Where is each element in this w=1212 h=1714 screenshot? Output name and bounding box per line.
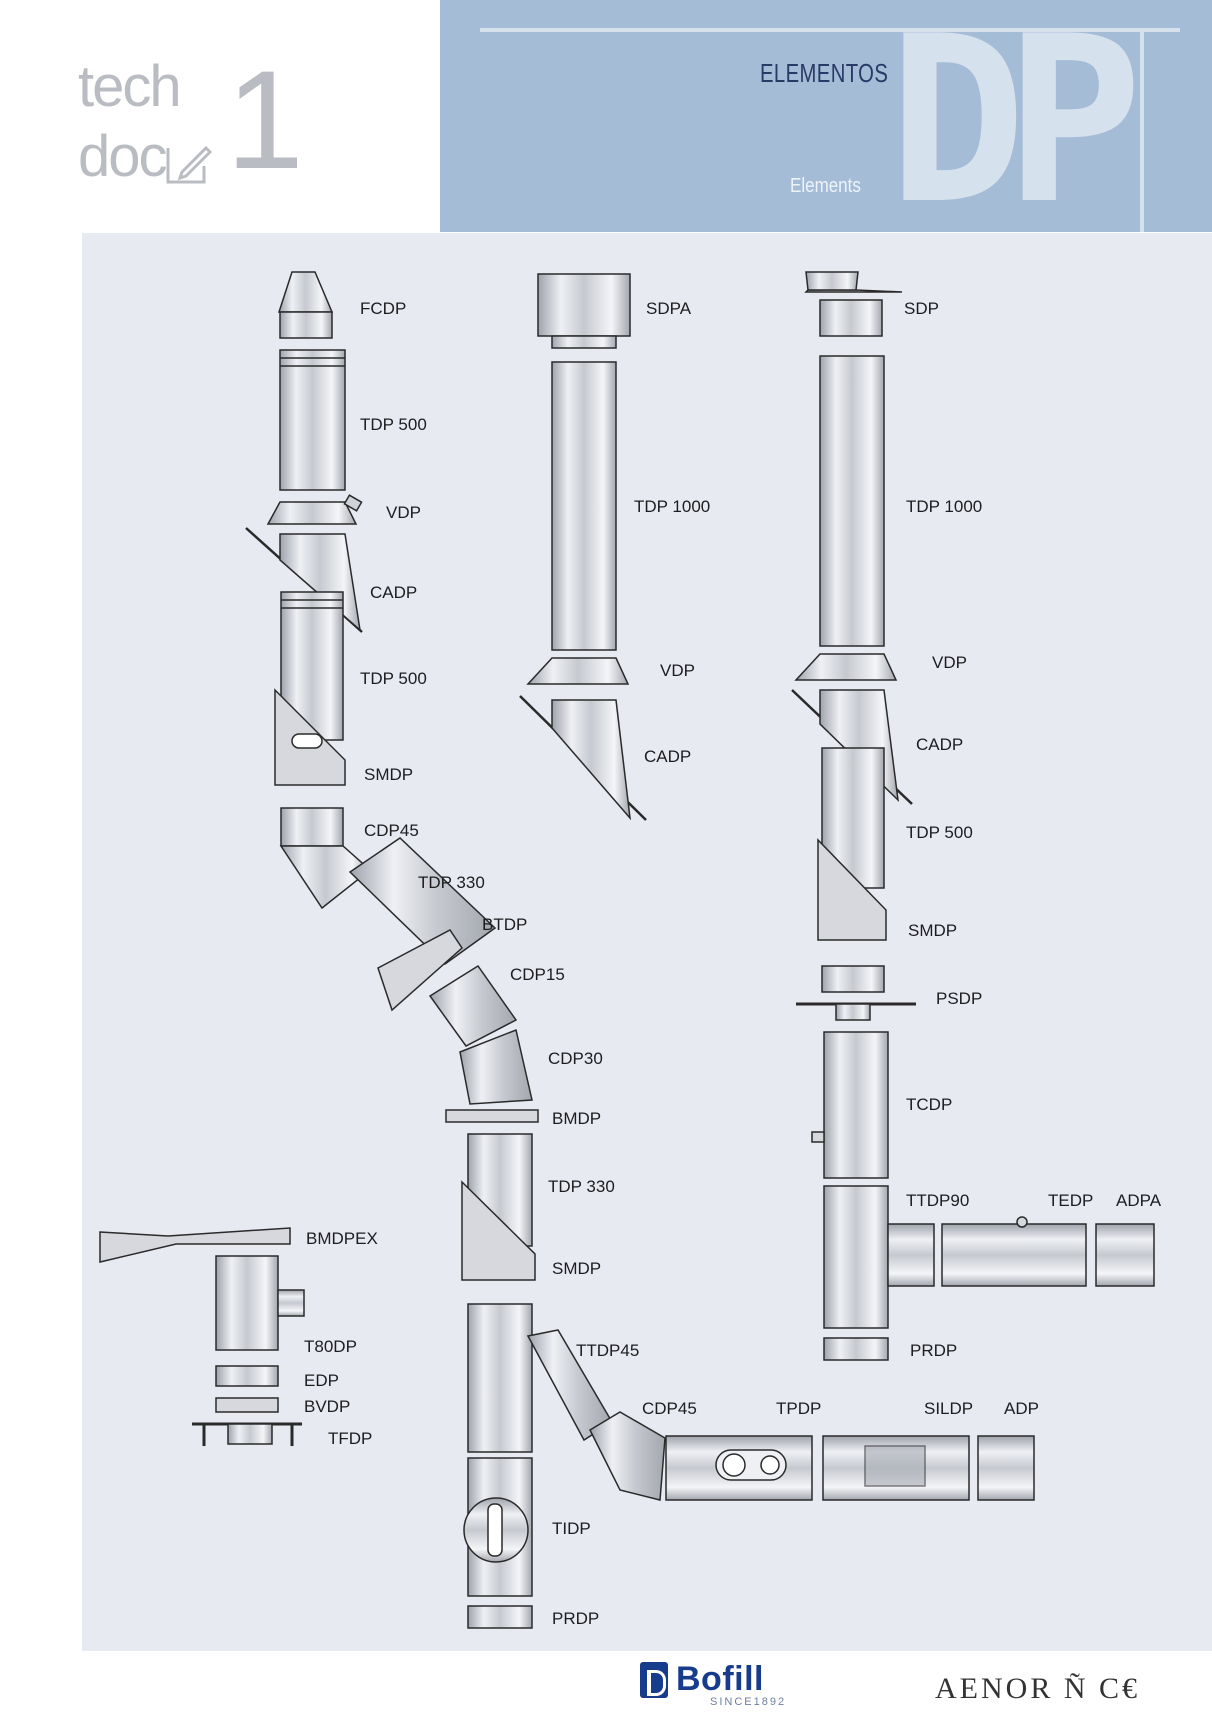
prdp-a-shape [467, 1605, 533, 1629]
label-vdp-c: VDP [932, 653, 967, 672]
label-cadp-a: CADP [370, 583, 417, 602]
brand-name: Bofill [676, 1660, 764, 1698]
label-btdp: BTDP [482, 915, 527, 934]
btdp-shape [377, 929, 463, 1012]
cadp-b-shape [551, 699, 632, 821]
label-tdp1000-b: TDP 1000 [906, 497, 982, 516]
sdpa-shape [537, 273, 631, 337]
cdp45-b-shape [589, 1411, 666, 1501]
adp-shape [977, 1435, 1035, 1501]
tdp500-a-shape [279, 349, 346, 491]
smdp-c-shape [817, 838, 887, 941]
label-sdpa: SDPA [646, 299, 692, 318]
label-bmdpex: BMDPEX [306, 1229, 378, 1248]
tdp330-a-shape [348, 837, 497, 965]
label-tdp500-a: TDP 500 [360, 415, 427, 434]
label-adp: ADP [1004, 1399, 1039, 1418]
logo-line-1: tech [78, 54, 182, 119]
bmdpex-shape [99, 1227, 291, 1263]
tdp1000-a-shape [551, 361, 617, 651]
tdp500-c-shape [821, 747, 885, 889]
label-tpdp: TPDP [776, 1399, 821, 1418]
header-big-letters: DP [888, 0, 1143, 255]
cdp15-shape [428, 964, 518, 1047]
bofill-logo-icon [640, 1662, 668, 1698]
label-fcdp: FCDP [360, 299, 406, 318]
vdp-a-shape [266, 501, 358, 525]
label-tedp: TEDP [1048, 1191, 1093, 1210]
label-tdp500-c: TDP 500 [906, 823, 973, 842]
brand-since: SINCE1892 [710, 1696, 787, 1708]
label-sdp: SDP [904, 299, 939, 318]
cert-n-icon: Ñ [1063, 1672, 1089, 1705]
tdp1000-b-shape [819, 355, 885, 647]
cdp45-a-shape [280, 807, 344, 847]
header-band: DP [440, 0, 1212, 255]
label-smdp-a: SMDP [364, 765, 413, 784]
adpa-shape [1095, 1223, 1155, 1287]
certification-mark: AENOR Ñ C€ [935, 1672, 1140, 1706]
cdp30-shape [459, 1028, 533, 1105]
vdp-c-shape [794, 653, 898, 681]
bmdp-shape [445, 1109, 539, 1123]
label-bmdp: BMDP [552, 1109, 601, 1128]
label-sildp: SILDP [924, 1399, 973, 1418]
label-t80dp: T80DP [304, 1337, 357, 1356]
header-title-en: Elements [790, 175, 861, 197]
label-adpa: ADPA [1116, 1191, 1162, 1210]
cert-aenor: AENOR [935, 1672, 1054, 1705]
ttdp45-shape [467, 1303, 533, 1453]
bvdp-shape [215, 1397, 279, 1413]
label-cdp30: CDP30 [548, 1049, 603, 1068]
label-tdp1000-a: TDP 1000 [634, 497, 710, 516]
label-cdp45-a: CDP45 [364, 821, 419, 840]
pencil-note-icon [166, 145, 212, 184]
ce-mark-icon: C€ [1099, 1672, 1141, 1705]
label-tfdp: TFDP [328, 1429, 372, 1448]
label-prdp-a: PRDP [552, 1609, 599, 1628]
techdoc-logo: tech doc 1 [78, 50, 304, 208]
smdp-b-shape [461, 1180, 536, 1281]
label-vdp-b: VDP [660, 661, 695, 680]
fcdp-collar [279, 311, 333, 339]
tcdp-shape [823, 1031, 889, 1179]
label-cadp-b: CADP [644, 747, 691, 766]
header-title-es: ELEMENTOS [760, 58, 889, 88]
label-smdp-c: SMDP [908, 921, 957, 940]
header-rule [480, 28, 1180, 32]
psdp-shape [821, 965, 885, 993]
label-tdp500-b: TDP 500 [360, 669, 427, 688]
label-psdp: PSDP [936, 989, 982, 1008]
label-tdp330-a: TDP 330 [418, 873, 485, 892]
header-rule-vertical [1140, 28, 1144, 232]
label-smdp-b: SMDP [552, 1259, 601, 1278]
vdp-b-shape [526, 657, 630, 685]
logo-line-2: doc [78, 124, 168, 189]
label-ttdp45: TTDP45 [576, 1341, 639, 1360]
prdp-b-shape [823, 1337, 889, 1361]
ttdp90-shape [823, 1185, 889, 1329]
label-vdp-a: VDP [386, 503, 421, 522]
fcdp-shape [277, 271, 334, 313]
label-cadp-c: CADP [916, 735, 963, 754]
edp-shape [215, 1365, 279, 1387]
label-tdp330-b: TDP 330 [548, 1177, 615, 1196]
label-prdp-b: PRDP [910, 1341, 957, 1360]
tfdp-shape [227, 1423, 273, 1445]
logo-number: 1 [226, 41, 304, 198]
diagram-panel [82, 233, 1212, 1651]
label-tidp: TIDP [552, 1519, 591, 1538]
label-bvdp: BVDP [304, 1397, 350, 1416]
tedp-shape [941, 1223, 1087, 1287]
label-edp: EDP [304, 1371, 339, 1390]
label-cdp45-b: CDP45 [642, 1399, 697, 1418]
label-cdp15: CDP15 [510, 965, 565, 984]
label-ttdp90: TTDP90 [906, 1191, 969, 1210]
t80dp-shape [215, 1255, 279, 1351]
label-tcdp: TCDP [906, 1095, 952, 1114]
